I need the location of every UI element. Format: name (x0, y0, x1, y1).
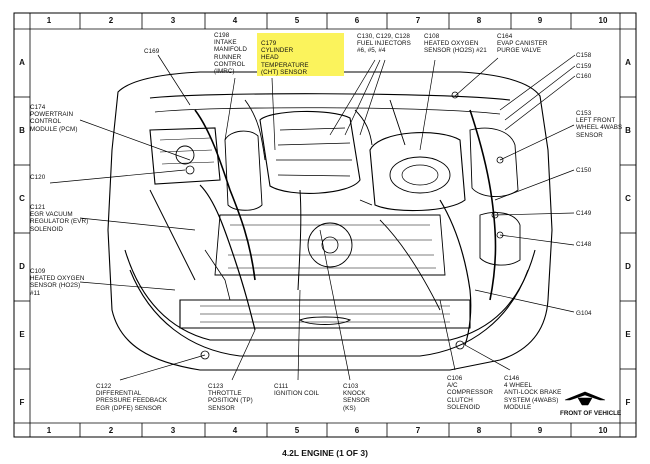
column-number: 10 (598, 426, 608, 435)
row-letter: F (19, 398, 25, 407)
label-c150: C150 (576, 167, 592, 174)
column-number: 8 (476, 426, 482, 435)
label-c174: C174 POWERTRAIN CONTROL MODULE (PCM) (30, 104, 78, 133)
label-c106: C106 A/C COMPRESSOR CLUTCH SOLENOID (447, 375, 493, 411)
row-letter: A (625, 58, 631, 67)
column-number: 5 (294, 16, 300, 25)
column-number: 4 (232, 16, 238, 25)
row-letter: B (625, 126, 631, 135)
label-c153: C153 LEFT FRONT WHEEL 4WABS SENSOR (576, 110, 623, 139)
label-c121: C121 EGR VACUUM REGULATOR (EVR) SOLENOID (30, 204, 89, 233)
column-number: 7 (415, 16, 421, 25)
row-letter: D (625, 262, 631, 271)
column-number: 4 (232, 426, 238, 435)
column-number: 8 (476, 16, 482, 25)
column-number: 3 (170, 426, 176, 435)
label-c198: C198 INTAKE MANIFOLD RUNNER CONTROL (IMR… (214, 32, 247, 76)
front-of-vehicle-arrow-icon (564, 391, 606, 406)
label-g104: G104 (576, 310, 592, 317)
label-c146: C146 4 WHEEL ANTI-LOCK BRAKE SYSTEM (4WA… (504, 375, 562, 411)
label-c130: C130, C129, C128 FUEL INJECTORS #6, #5, … (357, 33, 411, 55)
column-number: 6 (354, 16, 360, 25)
label-c160: C160 (576, 73, 592, 80)
row-letter: B (19, 126, 25, 135)
label-c149: C149 (576, 210, 592, 217)
column-number: 5 (294, 426, 300, 435)
label-c120: C120 (30, 174, 46, 181)
label-c179: C179 CYLINDER HEAD TEMPERATURE (CHT) SEN… (261, 40, 309, 76)
column-number: 7 (415, 426, 421, 435)
leader-lines (49, 54, 576, 381)
label-c164: C164 EVAP CANISTER PURGE VALVE (497, 33, 548, 55)
column-number: 9 (537, 16, 543, 25)
column-number: 2 (108, 16, 114, 25)
label-c123: C123 THROTTLE POSITION (TP) SENSOR (208, 383, 253, 412)
column-number: 1 (46, 426, 52, 435)
row-letter: D (19, 262, 25, 271)
column-number: 6 (354, 426, 360, 435)
label-c109: C109 HEATED OXYGEN SENSOR (HO2S) #11 (30, 268, 85, 297)
label-c111: C111 IGNITION COIL (274, 383, 320, 398)
label-c122: C122 DIFFERENTIAL PRESSURE FEEDBACK EGR … (96, 383, 168, 412)
label-c158: C158 (576, 52, 592, 59)
row-letter: C (625, 194, 631, 203)
diagram-title: 4.2L ENGINE (1 OF 3) (282, 448, 368, 458)
front-of-vehicle-label: FRONT OF VEHICLE (560, 410, 622, 417)
column-number: 10 (598, 16, 608, 25)
label-c159: C159 (576, 63, 592, 70)
label-c103: C103 KNOCK SENSOR (KS) (343, 383, 370, 412)
column-number: 1 (46, 16, 52, 25)
row-letter: A (19, 58, 25, 67)
row-letter: E (19, 330, 25, 339)
label-c148: C148 (576, 241, 592, 248)
engine-illustration (107, 71, 553, 371)
row-letter: C (19, 194, 25, 203)
row-letter: F (625, 398, 631, 407)
label-c169: C169 (144, 48, 160, 55)
column-number: 3 (170, 16, 176, 25)
row-letter: E (625, 330, 631, 339)
highlight-c179 (257, 33, 344, 76)
label-c108: C108 HEATED OXYGEN SENSOR (HO2S) #21 (424, 33, 487, 55)
column-number: 2 (108, 426, 114, 435)
column-number: 9 (537, 426, 543, 435)
